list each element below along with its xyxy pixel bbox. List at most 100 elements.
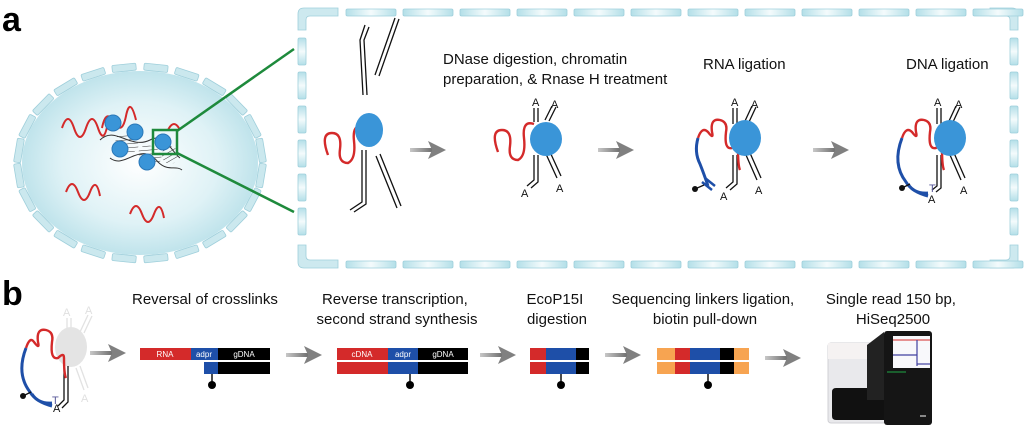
frame-segment-top [630,8,682,17]
frame-segment-right [1009,37,1019,66]
svg-text:A: A [751,99,759,111]
arrow-b1 [90,344,126,362]
frame-segment-left [297,173,307,202]
step-a3-label: DNA ligation [906,56,989,73]
construct-reversal: RNA adpr gDNA [140,348,270,389]
frame-segment-top [801,8,853,17]
stage-digested-complex: A A A A [493,97,564,200]
panel-letter-a: a [2,1,22,39]
membrane-segment [143,253,169,264]
membrane-segment [226,210,248,233]
membrane-segment [202,77,227,96]
svg-text:A: A [934,97,942,109]
svg-text:A: A [53,403,61,415]
frame-segment-bottom [345,260,397,269]
svg-text:A: A [81,393,89,405]
svg-text:A: A [960,185,968,197]
frame-segment-top [858,8,910,17]
arrow-b2 [286,346,322,364]
frame-segment-top [915,8,967,17]
step-b1-label: Reversal of crosslinks [132,291,278,308]
frame-segment-right [1009,207,1019,236]
frame-segment-bottom [516,260,568,269]
membrane-segment [13,162,25,189]
frame-segment-bottom [801,260,853,269]
nuclear-membrane [13,62,267,264]
step-b3-label: EcoP15I digestion [527,291,588,328]
biotin-icon [704,381,712,389]
frame-segment-left [297,139,307,168]
membrane-segment [244,114,262,139]
svg-text:A: A [928,194,936,206]
frame-segment-top [459,8,511,17]
membrane-segment [143,62,169,73]
svg-text:A: A [556,183,564,195]
stage-b-input-complex: A A A T A [20,305,93,415]
membrane-segment [53,77,78,96]
frame-segment-right [1009,173,1019,202]
frame-segment-bottom [459,260,511,269]
svg-text:A: A [720,191,728,203]
nucleosomes [104,114,172,171]
frame-segment-left [297,71,307,100]
svg-text:RNA: RNA [157,350,175,359]
segment-gdna-bottom [218,362,270,374]
membrane-segment [32,210,54,233]
membrane-segment [80,244,106,259]
frame-segment-top [687,8,739,17]
svg-text:T: T [52,395,59,407]
biotin-icon [406,381,414,389]
arrow-a3 [813,141,849,159]
membrane-segment [80,67,106,82]
frame-segment-bottom [630,260,682,269]
svg-text:A: A [731,97,739,109]
arrow-a1 [410,141,446,159]
stage-rna-ligation: A A A A [692,97,763,203]
frame-segment-left [297,207,307,236]
frame-segment-top [573,8,625,17]
step-b4-label: Sequencing linkers ligation, biotin pull… [612,291,799,328]
svg-text:T: T [929,183,936,195]
svg-text:A: A [755,185,763,197]
step-b5-label: Single read 150 bp, HiSeq2500 [826,291,960,328]
frame-segment-bottom [573,260,625,269]
rna-squiggles [61,106,181,223]
frame-segment-bottom [972,260,1024,269]
membrane-segment [111,253,137,264]
construct-ecop15i-digested [530,348,589,389]
construct-linker-ligated [657,348,749,389]
step-a2-label: RNA ligation [703,56,786,73]
segment-rna [140,348,191,360]
step-b2-label: Reverse transcription, second strand syn… [317,291,478,328]
stage-crosslinked-complex [323,17,402,213]
stage-dna-ligation: A A A A T [896,97,968,206]
frame-segment-top [345,8,397,17]
arrow-a2 [598,141,634,159]
svg-text:cDNA: cDNA [352,350,374,359]
membrane-segment [174,67,200,82]
segment-adpr [191,348,218,360]
frame-segment-bottom [402,260,454,269]
frame-corner [297,7,339,31]
membrane-segment [111,62,137,73]
membrane-segment [255,162,267,189]
zoom-box [151,128,179,156]
frame-segment-top [402,8,454,17]
frame-segment-bottom [858,260,910,269]
frame-segment-right [1009,105,1019,134]
frame-segment-right [1009,139,1019,168]
zoom-frame [297,7,1024,269]
segment-adpr-bottom [204,362,218,374]
svg-text:A: A [551,99,559,111]
construct-reverse-transcription: cDNA adpr gDNA [337,348,468,389]
step-a1-label: DNase digestion, chromatin preparation, … [443,51,668,88]
biotin-icon [557,381,565,389]
svg-text:A: A [521,188,529,200]
biotin-icon [208,381,216,389]
frame-segment-top [972,8,1024,17]
membrane-segment [174,244,200,259]
zoom-line-top [176,47,295,133]
panel-letter-b: b [2,275,23,313]
svg-text:gDNA: gDNA [432,350,454,359]
